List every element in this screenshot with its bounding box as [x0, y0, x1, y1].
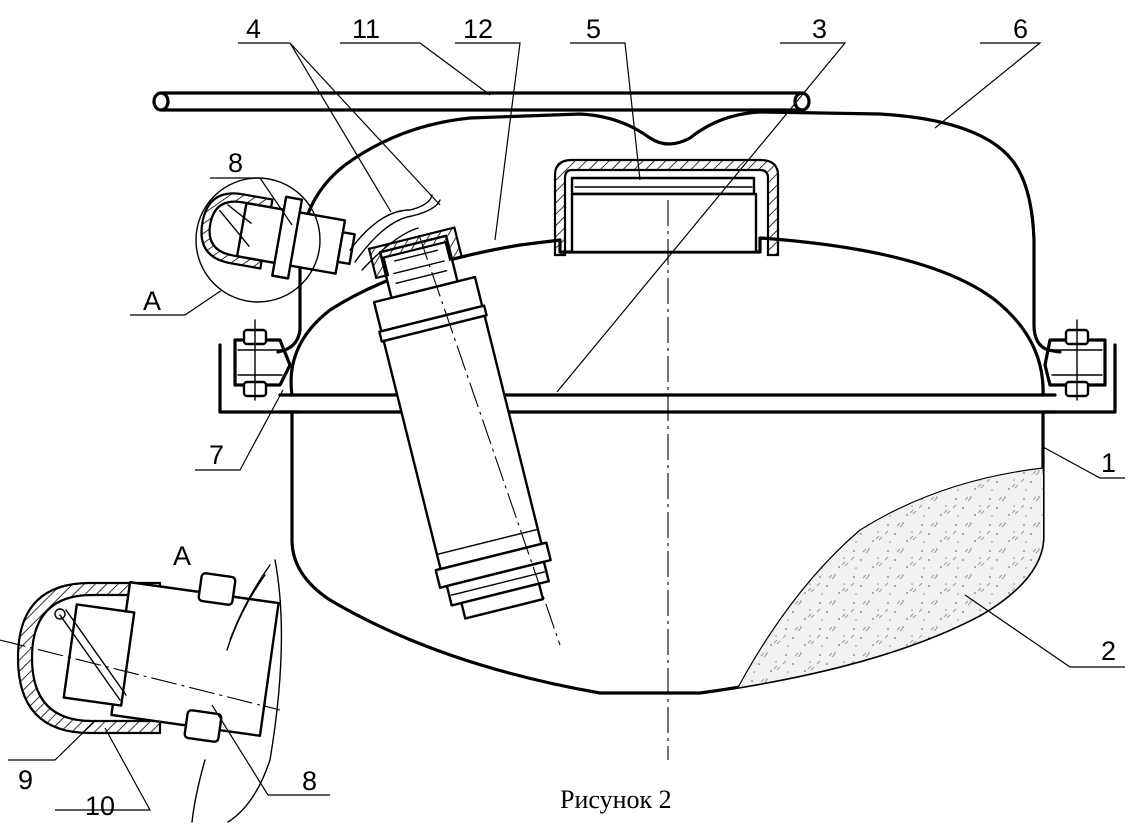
callout-8-detail: 8 — [302, 766, 317, 796]
cartridge — [367, 226, 552, 620]
callout-4: 4 — [246, 14, 261, 44]
sensor-on-cover — [200, 192, 356, 280]
callout-11: 11 — [352, 14, 380, 44]
handle-rod — [152, 91, 811, 112]
callout-12: 12 — [463, 14, 493, 44]
detail-view-a — [0, 559, 283, 823]
figure-caption: Рисунок 2 — [560, 785, 672, 814]
leader-lines — [130, 42, 1125, 668]
callout-2: 2 — [1101, 636, 1116, 666]
callout-a: А — [143, 286, 161, 316]
detail-view-label: А — [173, 541, 191, 571]
center-axes — [418, 200, 669, 760]
granular-fill — [734, 467, 1043, 693]
callout-1: 1 — [1101, 448, 1116, 478]
detail-leaders — [8, 704, 330, 811]
callout-8: 8 — [228, 148, 243, 178]
callout-10: 10 — [85, 791, 115, 821]
callout-7: 7 — [209, 440, 224, 470]
callout-5: 5 — [586, 14, 601, 44]
wires — [349, 194, 441, 271]
callout-9: 9 — [18, 765, 33, 795]
callout-6: 6 — [1013, 14, 1028, 44]
filler-neck — [553, 158, 780, 257]
callout-3: 3 — [812, 14, 827, 44]
